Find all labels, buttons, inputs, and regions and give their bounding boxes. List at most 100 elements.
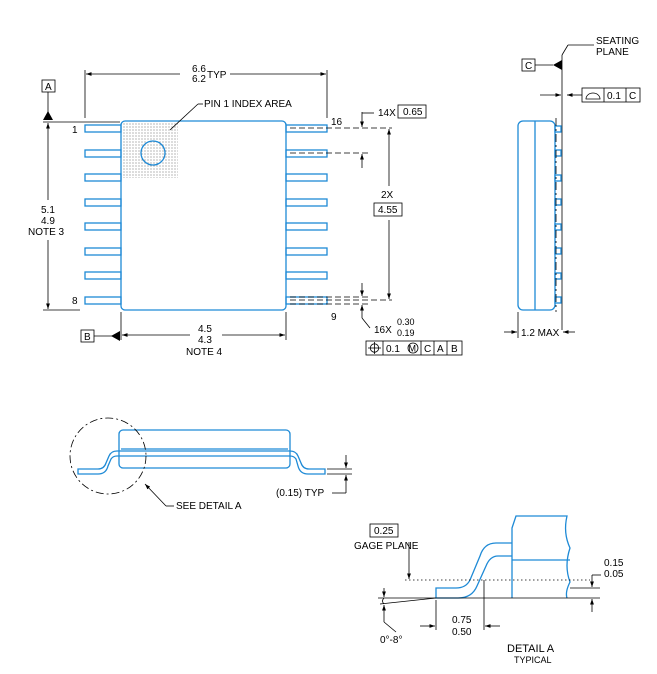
lead: [285, 222, 328, 231]
detail-circle: [69, 417, 147, 495]
coplanarity-datum: C: [629, 91, 636, 102]
detail-lead: [435, 542, 512, 599]
lead: [285, 296, 328, 305]
span-value: 4.55: [378, 205, 398, 216]
top-view: 6.6 6.2 TYP A 5.1 4.9 NOTE 3 PIN 1 INDEX…: [28, 64, 463, 358]
span-box: [373, 202, 403, 217]
lead: [554, 223, 562, 231]
coplanarity-frame: [581, 87, 641, 103]
datum-a-triangle: [43, 111, 53, 120]
feature-control-frame: 0.1 M C A B: [365, 340, 463, 356]
gage-box: [369, 523, 399, 538]
lead: [554, 198, 562, 206]
lead: [84, 271, 122, 280]
lead: [554, 247, 562, 255]
pin1-label: PIN 1 INDEX AREA: [204, 99, 292, 110]
angle-leader: [383, 621, 397, 633]
datum-a-label: A: [45, 82, 52, 93]
detail-a: 0.25 GAGE PLANE 0.15 0.05 0.75 0.50 0°-8…: [354, 515, 624, 665]
seating-leader: [561, 44, 569, 56]
left-leads: [84, 124, 122, 305]
body-width-max: 4.5: [198, 324, 212, 335]
length-note: NOTE 3: [28, 227, 65, 238]
lead: [84, 198, 122, 207]
body-width-min: 4.3: [198, 335, 212, 346]
datum-c-label: C: [525, 61, 532, 72]
lead: [84, 296, 122, 305]
detail-body: [511, 515, 571, 599]
fcf-modifier: M: [409, 344, 417, 354]
lead: [554, 296, 562, 304]
end-lead-profile: [77, 450, 326, 475]
pin-9-number: 9: [331, 312, 337, 323]
leader: [361, 317, 371, 329]
pin-1-number: 1: [72, 125, 78, 136]
datum-c-triangle: [553, 60, 562, 70]
lead: [285, 198, 328, 207]
angle-line: [379, 597, 437, 605]
coplanarity-tol: 0.1: [607, 91, 621, 102]
mmc-icon: [407, 342, 419, 354]
length-min: 4.9: [41, 216, 55, 227]
lead: [554, 272, 562, 280]
fcf-datum-a: A: [437, 344, 444, 355]
lead: [554, 125, 562, 133]
width-typ-max: 6.6: [192, 64, 206, 75]
gage-label: GAGE PLANE: [354, 541, 419, 552]
datum-b-triangle: [111, 331, 120, 341]
standoff-max: 0.15: [604, 558, 624, 569]
seating-plane-line2: PLANE: [596, 47, 629, 58]
lead-width-max: 0.30: [397, 317, 415, 327]
see-detail-label: SEE DETAIL A: [176, 501, 242, 512]
lead: [84, 247, 122, 256]
lead: [84, 222, 122, 231]
lead: [285, 247, 328, 256]
pin1-leader: [169, 103, 199, 131]
width-typ-suffix: TYP: [207, 70, 227, 81]
pin1-index-circle: [140, 140, 166, 166]
detail-title: DETAIL A: [507, 643, 555, 655]
pitch-count: 14X: [378, 108, 396, 119]
side-leads: [554, 125, 562, 304]
datum-a-box: [41, 79, 56, 93]
side-body: [517, 120, 556, 311]
span-count: 2X: [381, 190, 394, 201]
pin1-index-area: [123, 123, 178, 178]
standoff-min: 0.05: [604, 569, 624, 580]
detail-subtitle: TYPICAL: [514, 655, 552, 665]
lead-count: 16X: [374, 325, 392, 336]
pitch-value: 0.65: [403, 107, 423, 118]
right-leads: [285, 124, 328, 305]
lead: [285, 124, 328, 133]
lead: [84, 149, 122, 158]
pitch-box: [397, 104, 427, 119]
detail-leader: [144, 483, 167, 507]
length-max: 5.1: [41, 205, 55, 216]
end-body: [118, 429, 291, 469]
lead: [285, 149, 328, 158]
profile-surface-icon: [585, 92, 601, 100]
lead: [285, 271, 328, 280]
width-typ-min: 6.2: [192, 74, 206, 85]
pin-16-number: 16: [331, 117, 343, 128]
seating-plane-line1: SEATING: [596, 36, 639, 47]
foot-max: 0.75: [452, 615, 472, 626]
lead-thickness-typ: (0.15) TYP: [276, 488, 324, 499]
fcf-box: [365, 340, 463, 356]
lead: [554, 174, 562, 182]
lead: [84, 173, 122, 182]
angle-value: 0°-8°: [380, 635, 402, 646]
lead: [84, 124, 122, 133]
angle-arc: [382, 597, 385, 605]
fcf-tolerance: 0.1: [386, 344, 400, 355]
lead: [554, 149, 562, 157]
package-body: [120, 120, 287, 311]
side-view: SEATING PLANE C 0.1 C: [504, 36, 641, 339]
pin-8-number: 8: [72, 296, 78, 307]
end-view: SEE DETAIL A (0.15) TYP: [69, 417, 352, 512]
lead-width-min: 0.19: [397, 328, 415, 338]
body-width-note: NOTE 4: [186, 347, 223, 358]
foot-min: 0.50: [452, 627, 472, 638]
